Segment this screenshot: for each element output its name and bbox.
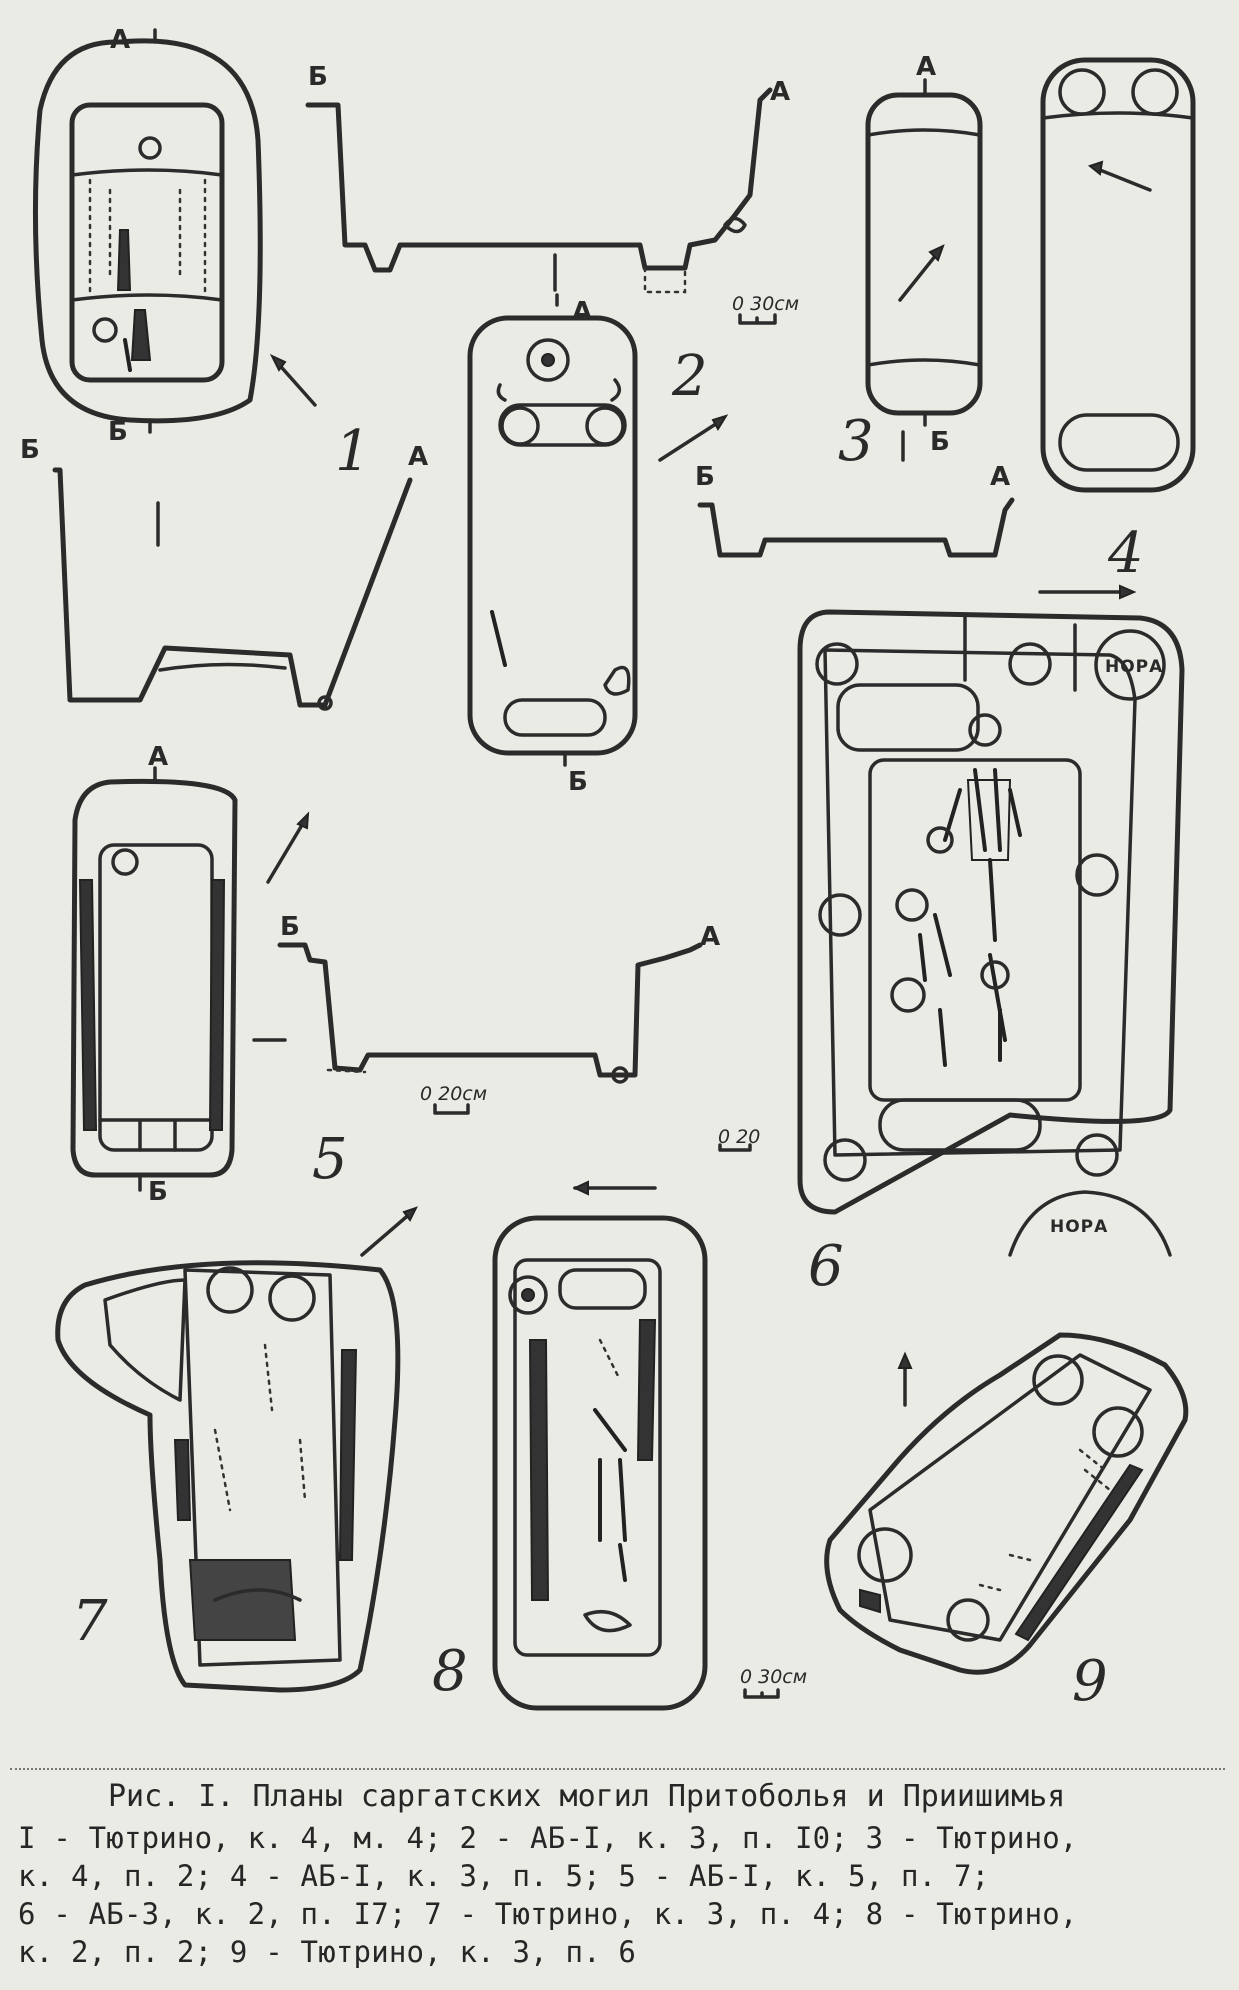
scale-bar-20: 0 20	[718, 1126, 760, 1148]
plan-number-6: 6	[808, 1234, 844, 1299]
section-label-b: Б	[280, 912, 300, 942]
section-label-b: Б	[695, 462, 715, 492]
plan-number-7: 7	[72, 1589, 108, 1654]
scale-bar-30cm: 0 30см	[732, 293, 799, 315]
scale-bar-30cm: 0 30см	[740, 1666, 807, 1688]
caption-body: I - Тютрино, к. 4, м. 4; 2 - АБ-I, к. 3,…	[18, 1819, 1223, 1971]
burrow-label: НОРА	[1050, 1217, 1108, 1237]
section-label-a: А	[148, 742, 168, 772]
plan-1: А Б Б А 1	[20, 25, 428, 711]
section-label-b: Б	[108, 417, 128, 447]
plan-4: 4	[1040, 57, 1196, 586]
section-label-a: А	[110, 25, 130, 55]
section-label-b: Б	[20, 435, 40, 465]
plan-3: А Б 3 Б А	[695, 52, 1015, 558]
section-label-a: А	[572, 297, 592, 327]
figure-caption: Рис. I. Планы саргатских могил Притоболь…	[18, 1775, 1223, 1971]
plan-number-8: 8	[432, 1639, 468, 1704]
plan-9: 9	[824, 1332, 1189, 1714]
plan-number-2: 2	[671, 344, 708, 409]
caption-divider	[10, 1768, 1225, 1770]
caption-title: Рис. I. Планы саргатских могил Притоболь…	[108, 1779, 1066, 1814]
section-label-b: Б	[148, 1177, 168, 1207]
plan-7: 7	[55, 1206, 418, 1693]
caption-line: к. 4, п. 2; 4 - АБ-I, к. 3, п. 5; 5 - АБ…	[18, 1859, 990, 1893]
plan-6: НОРА НОРА 0 20 6	[718, 584, 1185, 1299]
plan-number-3: 3	[838, 409, 874, 474]
plan-number-9: 9	[1072, 1649, 1108, 1714]
scale-bar-20cm: 0 20см	[420, 1083, 487, 1105]
caption-line: 6 - АБ-3, к. 2, п. I7; 7 - Тютрино, к. 3…	[18, 1897, 1078, 1931]
section-label-b: Б	[308, 62, 328, 92]
plan-number-5: 5	[312, 1127, 348, 1192]
plan-8: 8 0 30см	[432, 1180, 807, 1711]
section-label-a: А	[990, 462, 1010, 492]
plan-number-4: 4	[1107, 521, 1144, 586]
caption-line: к. 2, п. 2; 9 - Тютрино, к. 3, п. 6	[18, 1935, 637, 1969]
plan-2: Б А 0 30см А Б 2	[305, 62, 799, 797]
caption-line: I - Тютрино, к. 4, м. 4; 2 - АБ-I, к. 3,…	[18, 1821, 1078, 1855]
section-label-a: А	[916, 52, 936, 82]
section-label-b: Б	[930, 427, 950, 457]
burrow-label: НОРА	[1105, 657, 1163, 677]
section-label-a: А	[408, 442, 428, 472]
section-label-b: Б	[568, 767, 588, 797]
plan-5: А Б Б А 0 20см 5	[70, 742, 720, 1207]
section-label-a: А	[770, 77, 790, 107]
plan-number-1: 1	[335, 419, 371, 484]
section-label-a: А	[700, 922, 720, 952]
